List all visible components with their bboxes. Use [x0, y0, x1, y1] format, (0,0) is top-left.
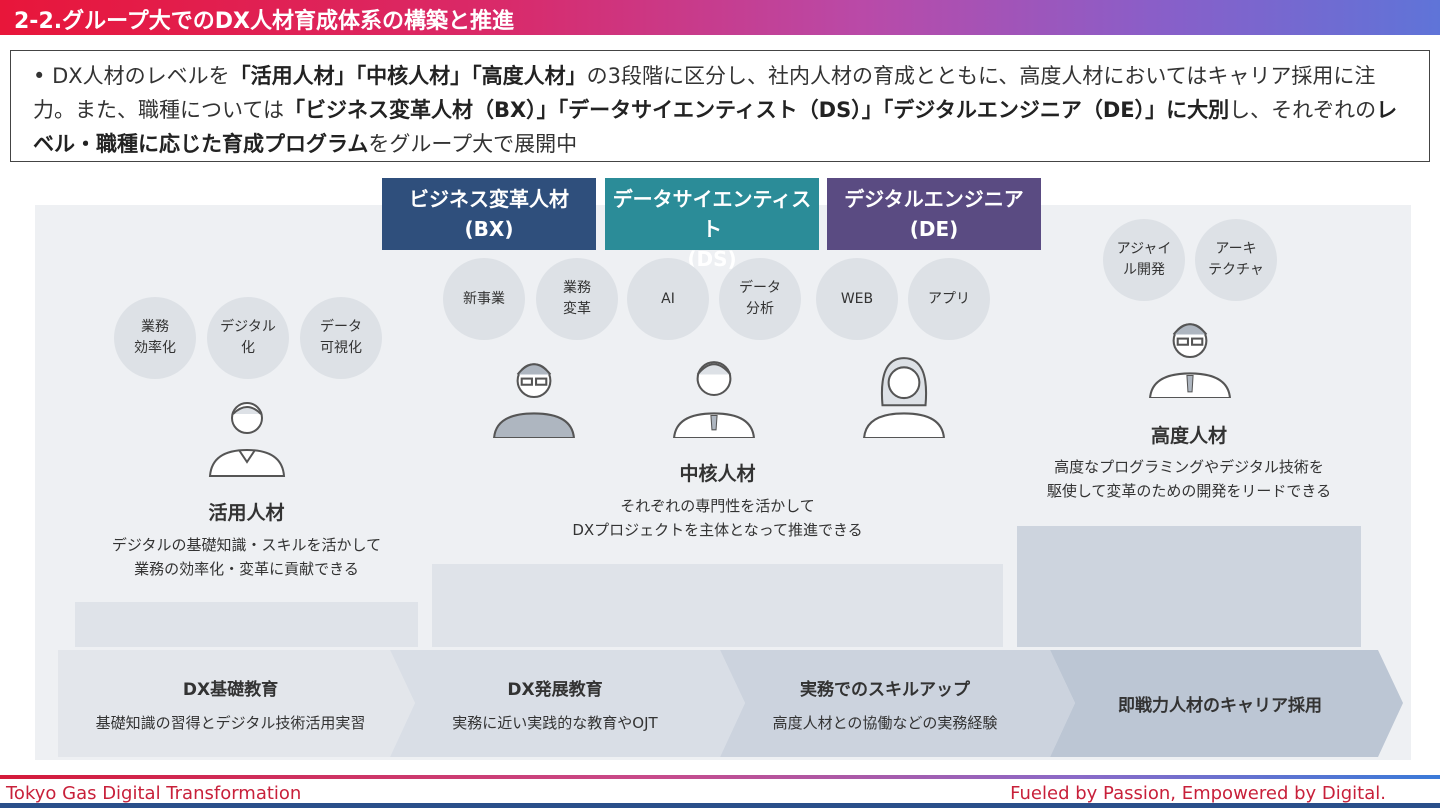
role-bx: ビジネス変革人材 (BX)	[382, 178, 596, 250]
level-name-basic: 活用人材	[208, 502, 285, 524]
level-desc-basic: デジタルの基礎知識・スキルを活かして業務の効率化・変革に貢献できる	[55, 533, 438, 581]
skill-bubble: デジタル 化	[207, 297, 289, 379]
title-bar: 2-2.グループ大でのDX人材育成体系の構築と推進	[0, 0, 1440, 35]
role-de: デジタルエンジニア (DE)	[827, 178, 1041, 250]
skill-bubble: データ 分析	[719, 258, 801, 340]
step-sub: 実務に近い実践的な教育やOJT	[452, 713, 658, 732]
level-bar-core	[432, 564, 1003, 647]
desc-line: 高度なプログラミングやデジタル技術を	[1054, 458, 1324, 476]
skill-bubble: アジャイ ル開発	[1103, 219, 1185, 301]
person-icon	[1149, 323, 1231, 398]
skill-bubble: 新事業	[443, 258, 525, 340]
summary-text: し、それぞれの	[1229, 98, 1377, 122]
footer-right: Fueled by Passion, Empowered by Digital.	[1010, 783, 1386, 804]
role-abbr: (DE)	[909, 217, 959, 241]
level-name-core: 中核人材	[679, 463, 756, 485]
summary-bold: 「活用人材」「中核人材」「高度人材」	[229, 64, 587, 88]
step-sub: 基礎知識の習得とデジタル技術活用実習	[95, 713, 366, 732]
level-desc-advanced: 高度なプログラミングやデジタル技術を駆使して変革のための開発をリードできる	[1000, 455, 1378, 503]
step-advanced-education: DX発展教育実務に近い実践的な教育やOJT	[395, 650, 715, 757]
footer-line	[0, 775, 1440, 779]
person-icon	[673, 361, 755, 438]
level-bar-basic	[75, 602, 418, 647]
person-icon	[493, 363, 575, 438]
bullet: •	[33, 64, 46, 88]
skill-bubble: AI	[627, 258, 709, 340]
step-shape	[390, 650, 745, 757]
level-desc-core: それぞれの専門性を活かして DXプロジェクトを主体となって推進できる	[432, 494, 1003, 542]
desc-line: デジタルの基礎知識・スキルを活かして	[111, 536, 382, 554]
role-name: デジタルエンジニア	[844, 187, 1024, 211]
skill-bubble: アプリ	[908, 258, 990, 340]
step-shape	[1050, 650, 1403, 757]
summary-bold: レベル・職種に応じた育成プログラム	[33, 98, 1398, 156]
page-title: 2-2.グループ大でのDX人材育成体系の構築と推進	[14, 9, 515, 34]
skill-bubble: 業務 変革	[536, 258, 618, 340]
step-shape	[720, 650, 1075, 757]
footer-left: Tokyo Gas Digital Transformation	[6, 783, 302, 804]
desc-line: DXプロジェクトを主体となって推進できる	[572, 521, 863, 539]
level-name-advanced: 高度人材	[1150, 425, 1227, 447]
skill-bubble: 業務 効率化	[114, 297, 196, 379]
skill-bubble: データ 可視化	[300, 297, 382, 379]
steps-arrow	[58, 650, 1403, 757]
skill-bubble: WEB	[816, 258, 898, 340]
step-sub: 高度人材との協働などの実務経験	[772, 713, 998, 732]
desc-line: 業務の効率化・変革に貢献できる	[134, 560, 359, 578]
desc-line: それぞれの専門性を活かして	[620, 497, 815, 515]
skill-bubble: アーキ テクチャ	[1195, 219, 1277, 301]
role-name: ビジネス変革人材	[409, 187, 569, 211]
step-practical-skillup: 実務でのスキルアップ高度人材との協働などの実務経験	[725, 650, 1045, 757]
summary-text: の3段階に区分し、社内人材の育成とともに、高度人材においてはキャリア採用に注力。…	[33, 64, 1376, 122]
role-abbr: (DS)	[687, 247, 737, 271]
role-ds: データサイエンティスト (DS)	[605, 178, 819, 271]
summary-box: • DX人材のレベルを「活用人材」「中核人材」「高度人材」の3段階に区分し、社内…	[10, 50, 1430, 162]
step-shape	[58, 650, 415, 757]
step-title: 即戦力人材のキャリア採用	[1118, 696, 1322, 716]
step-title: DX発展教育	[507, 679, 603, 700]
level-bar-advanced	[1017, 526, 1361, 647]
summary-text: をグループ大で展開中	[368, 132, 578, 156]
person-icon	[208, 402, 286, 477]
step-career-hiring: 即戦力人材のキャリア採用	[1060, 650, 1380, 757]
bottom-strip	[0, 803, 1440, 808]
desc-line: 駆使して変革のための開発をリードできる	[1046, 482, 1332, 500]
summary-bold: 「ビジネス変革人材（BX）」「データサイエンティスト（DS）」「デジタルエンジニ…	[283, 98, 1230, 122]
person-icon	[863, 357, 945, 438]
summary-text: DX人材のレベルを	[52, 64, 230, 88]
step-basic-education: DX基礎教育基礎知識の習得とデジタル技術活用実習	[58, 650, 403, 757]
step-title: DX基礎教育	[182, 679, 279, 700]
role-name: データサイエンティスト	[612, 187, 812, 241]
step-title: 実務でのスキルアップ	[800, 679, 970, 700]
role-abbr: (BX)	[464, 217, 514, 241]
